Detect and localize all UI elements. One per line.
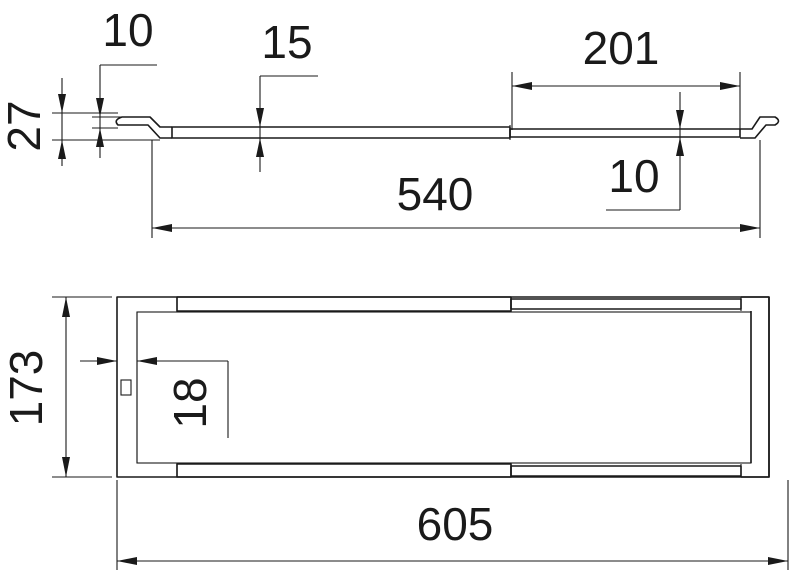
dim-top-end-offset: 18 bbox=[80, 357, 229, 438]
label-10-right: 10 bbox=[608, 150, 659, 202]
dim-side-rod-diameter: 15 bbox=[256, 16, 318, 172]
top-view: 173 18 605 bbox=[0, 296, 789, 570]
label-27: 27 bbox=[0, 100, 50, 151]
label-10-top: 10 bbox=[102, 4, 153, 56]
side-extension-rod bbox=[509, 128, 741, 138]
dim-side-extension-offset: 10 bbox=[606, 92, 684, 211]
label-15: 15 bbox=[261, 16, 312, 68]
dim-side-extension-length: 201 bbox=[511, 22, 741, 130]
label-18: 18 bbox=[164, 377, 216, 428]
dim-side-hook-offset: 10 bbox=[92, 4, 157, 158]
top-rod-upper-extension bbox=[510, 298, 742, 310]
side-left-hook bbox=[115, 116, 172, 139]
dim-side-thickness: 27 bbox=[0, 78, 160, 166]
dim-top-depth: 173 bbox=[0, 296, 112, 478]
label-540: 540 bbox=[397, 168, 474, 220]
label-605: 605 bbox=[417, 498, 494, 550]
top-rod-lower bbox=[176, 463, 512, 478]
top-right-end bbox=[741, 296, 770, 478]
top-left-end bbox=[117, 296, 177, 478]
label-201: 201 bbox=[583, 22, 660, 74]
side-right-hook bbox=[740, 116, 780, 139]
top-inner-opening bbox=[136, 311, 752, 464]
dim-top-total-length: 605 bbox=[116, 480, 789, 570]
side-main-rod bbox=[171, 126, 511, 139]
label-173: 173 bbox=[0, 350, 52, 427]
side-view: 27 10 15 201 bbox=[0, 4, 780, 238]
top-rod-upper bbox=[176, 296, 512, 312]
dim-side-total-length: 540 bbox=[151, 140, 761, 238]
top-slot bbox=[120, 379, 132, 396]
top-rod-lower-extension bbox=[510, 465, 742, 477]
